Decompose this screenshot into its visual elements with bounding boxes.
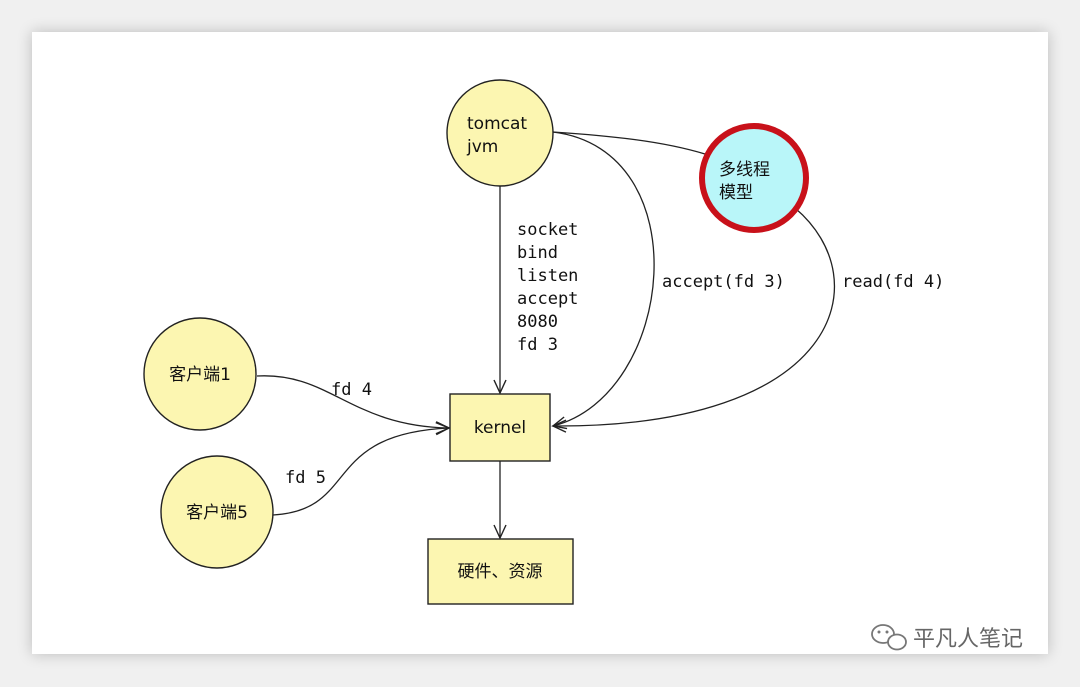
node-client1: 客户端1	[143, 317, 257, 431]
syscall-label-3: listen	[517, 266, 578, 286]
watermark-text: 平凡人笔记	[913, 627, 1023, 652]
edge-label-fd4: fd 4	[331, 380, 372, 400]
edge-client5-kernel	[272, 421, 451, 516]
wechat-icon	[871, 624, 907, 651]
syscall-label-2: bind	[517, 243, 558, 263]
node-client5: 客户端5	[160, 455, 274, 569]
syscall-label-4: accept	[517, 289, 578, 309]
node-tomcat-label-2: jvm	[466, 137, 498, 157]
node-tomcat-label-1: tomcat	[467, 114, 527, 134]
syscall-label-1: socket	[517, 220, 578, 240]
node-client1-label: 客户端1	[169, 365, 231, 385]
edge-tomcat-multithread	[552, 131, 706, 155]
node-kernel-label: kernel	[474, 418, 526, 438]
node-hardware-label: 硬件、资源	[458, 562, 543, 582]
edge-label-accept: accept(fd 3)	[662, 272, 785, 292]
node-hardware: 硬件、资源	[427, 538, 574, 605]
node-multithread-label-1: 多线程	[719, 160, 770, 180]
node-tomcat: tomcat jvm	[446, 79, 554, 187]
watermark: 平凡人笔记	[871, 624, 1023, 652]
edge-label-fd5: fd 5	[285, 468, 326, 488]
node-multithread-label-2: 模型	[719, 183, 753, 203]
node-kernel: kernel	[449, 393, 551, 462]
node-multithread: 多线程 模型	[699, 123, 809, 233]
syscall-label-5: 8080	[517, 312, 558, 332]
syscall-label-6: fd 3	[517, 335, 558, 355]
edge-tomcat-kernel-accept	[551, 131, 655, 430]
edge-multithread-kernel-read	[551, 207, 836, 433]
edge-label-syscalls: socket bind listen accept 8080 fd 3	[517, 220, 578, 355]
edge-client1-kernel	[256, 375, 451, 435]
edge-label-read: read(fd 4)	[842, 272, 944, 292]
node-client5-label: 客户端5	[186, 503, 248, 523]
